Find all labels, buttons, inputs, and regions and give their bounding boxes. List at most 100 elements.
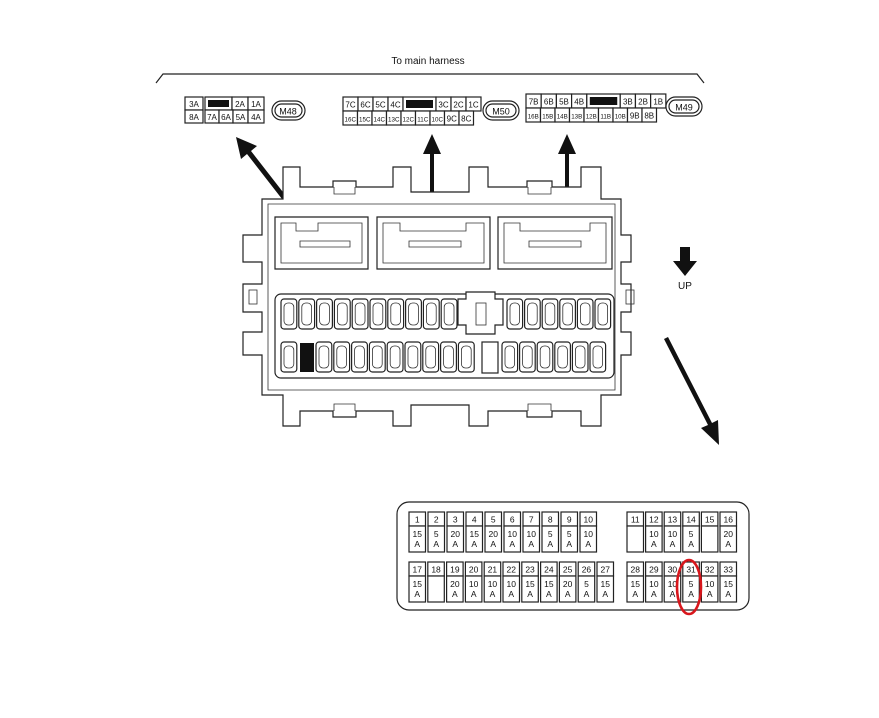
- fuse-unit: A: [725, 539, 731, 549]
- fuse-rating-cell: [719, 575, 738, 603]
- fuse-amperage: 10: [508, 529, 518, 539]
- fuse-amperage: 15: [724, 579, 734, 589]
- fuse-unit: A: [565, 589, 571, 599]
- fuse-rating-cell: [464, 575, 483, 603]
- fuse-slot: [501, 341, 519, 373]
- fuse-rating-cell: [446, 525, 465, 553]
- fuse-number: 13: [668, 515, 678, 525]
- fuse-unit: A: [725, 589, 731, 599]
- fuse-amperage: 20: [489, 529, 499, 539]
- pointer-arrows: [236, 134, 719, 445]
- connector-pin-label: 2A: [235, 100, 245, 109]
- fuse-rating-cell: [465, 525, 484, 553]
- connector-pin-label: 6C: [360, 101, 370, 110]
- fuse-slot: [571, 341, 589, 373]
- connector-pin-label: 11C: [417, 117, 428, 124]
- fuse-amperage: 10: [527, 529, 537, 539]
- connector-pin-label: 13B: [571, 114, 582, 121]
- connector-pin-label: 5B: [559, 98, 569, 107]
- connector-pin-label: 4A: [251, 113, 261, 122]
- fuse-unit: A: [527, 589, 533, 599]
- fuse-slot: [422, 341, 440, 373]
- fuse-slot: [315, 341, 333, 373]
- fuse-panel: 115A25A320A415A520A610A710A85A95A1010A11…: [396, 501, 750, 611]
- fuse-slot: [422, 298, 440, 330]
- fuse-amperage: 15: [544, 579, 554, 589]
- connector-m48-label: M48: [279, 107, 297, 117]
- fuse-slot: [589, 341, 607, 373]
- fuse-rating-cell: [484, 525, 503, 553]
- fuse-slot: [333, 298, 351, 330]
- connector-blank-cavity: [406, 100, 433, 108]
- down-arrow-icon: [673, 247, 697, 276]
- fuse-rating-cell: [596, 575, 615, 603]
- fuse-rating-cell: [446, 575, 464, 603]
- fuse-number: 16: [724, 515, 734, 525]
- fuse-unit: A: [602, 589, 608, 599]
- up-label: UP: [678, 281, 692, 292]
- connector-pin-label: 7A: [207, 113, 217, 122]
- fuse-slot: [523, 298, 541, 330]
- connector-pin-label: 1A: [251, 100, 261, 109]
- fuse-rating-cell: [427, 575, 445, 603]
- connector-pin-label: 15B: [542, 114, 553, 121]
- fuse-amperage: 10: [668, 529, 678, 539]
- fuse-unit: A: [688, 589, 694, 599]
- fuse-slot: [387, 298, 405, 330]
- fuse-unit: A: [414, 589, 420, 599]
- fuse-rating-cell: [522, 525, 541, 553]
- fuse-unit: A: [414, 539, 420, 549]
- fuse-number: 14: [686, 515, 696, 525]
- fuse-slot: [559, 298, 576, 330]
- fuse-unit: A: [509, 539, 515, 549]
- fuse-rating-cell: [558, 575, 577, 603]
- connector-pin-label: 10B: [615, 114, 626, 121]
- fuse-unit: A: [707, 589, 713, 599]
- fuse-number: 20: [469, 565, 479, 575]
- fuse-rating-cell: [539, 575, 558, 603]
- fuse-number: 23: [525, 565, 535, 575]
- connector-pin-label: 9B: [630, 112, 640, 121]
- connector-pin-label: 9C: [447, 115, 457, 124]
- fuse-amperage: 10: [584, 529, 594, 539]
- fuse-unit: A: [490, 539, 496, 549]
- connector-pin-label: 1B: [653, 98, 663, 107]
- fuse-rating-cell: [682, 575, 700, 603]
- arrow-to-fuse-panel: [664, 337, 719, 445]
- fuse-number: 10: [584, 515, 594, 525]
- fuse-number: 11: [631, 515, 640, 525]
- connector-pin-label: 8B: [644, 112, 654, 121]
- fuse-slot: [440, 298, 458, 330]
- fuse-block: [242, 166, 635, 427]
- fuse-amperage: 20: [724, 529, 734, 539]
- fuse-number: 9: [567, 515, 572, 525]
- connector-pin-label: 2C: [453, 101, 463, 110]
- fuse-amperage: 5: [567, 529, 572, 539]
- fuse-unit: A: [651, 589, 657, 599]
- fuse-unit: A: [670, 589, 676, 599]
- fuse-rating-cell: [719, 525, 738, 553]
- connector-pin-label: 7C: [345, 101, 355, 110]
- fuse-unit: A: [688, 539, 694, 549]
- fuse-number: 31: [686, 565, 696, 575]
- fuse-amperage: 5: [584, 579, 589, 589]
- connector-pin-label: 2B: [638, 98, 648, 107]
- fuse-amperage: 15: [413, 529, 423, 539]
- fuse-amperage: 15: [601, 579, 611, 589]
- connector-pin-label: 13C: [388, 117, 400, 124]
- connector-pin-label: 8C: [461, 115, 471, 124]
- fuse-amperage: 15: [413, 579, 423, 589]
- connector-pin-label: 11B: [600, 114, 611, 121]
- fuse-rating-cell: [644, 575, 663, 603]
- fuse-number: 18: [431, 565, 441, 575]
- connector-pin-label: 3B: [623, 98, 633, 107]
- fuse-slot: [369, 298, 387, 330]
- fuse-slot: [536, 341, 554, 373]
- fuse-amperage: 20: [450, 579, 460, 589]
- fuse-rating-cell: [408, 575, 427, 603]
- fuse-rating-cell: [644, 525, 663, 553]
- fuse-amperage: 10: [469, 579, 479, 589]
- connector-m50-label: M50: [492, 107, 510, 117]
